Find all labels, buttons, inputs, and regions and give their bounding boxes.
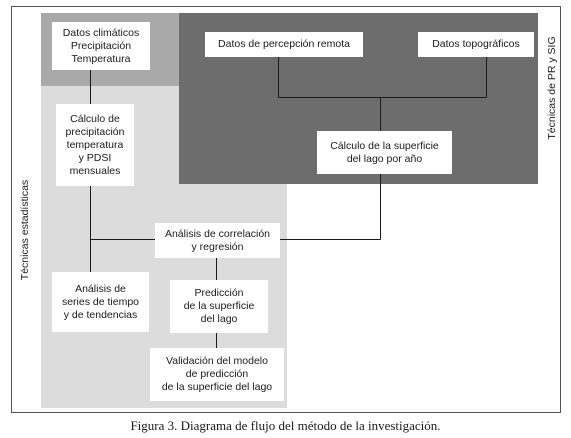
node-monthly-calculation: Cálculo de precipitación temperatura y P…: [56, 104, 134, 186]
figure-frame: [11, 6, 561, 413]
node-climate-data: Datos climáticos Precipitación Temperatu…: [52, 22, 150, 70]
node-correlation-analysis: Análisis de correlación y regresión: [155, 223, 280, 258]
node-topographic-data: Datos topográficos: [418, 32, 534, 57]
statistical-techniques-label: Técnicas estadísticas: [19, 179, 31, 281]
node-surface-prediction: Predicción de la superficie del lago: [170, 280, 268, 333]
node-time-series-analysis: Análisis de series de tiempo y de tenden…: [52, 272, 149, 332]
node-remote-sensing-data: Datos de percepción remota: [205, 32, 363, 57]
node-lake-surface-calculation: Cálculo de la superficie del lago por añ…: [317, 131, 452, 174]
remote-sensing-gis-label: Técnicas de PR y SIG: [546, 36, 558, 140]
node-model-validation: Validación del modelo de predicción de l…: [150, 348, 284, 401]
figure-caption: Figura 3. Diagrama de flujo del método d…: [130, 418, 441, 433]
